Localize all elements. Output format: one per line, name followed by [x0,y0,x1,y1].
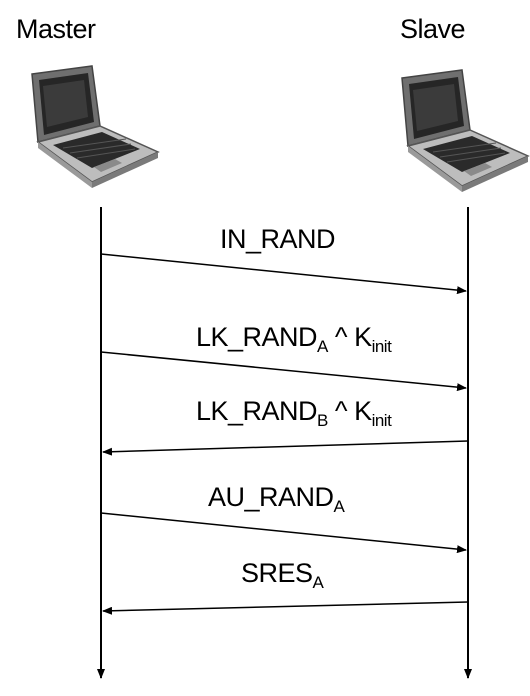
slave-laptop-icon [401,69,530,192]
message-subscript: A [333,497,345,516]
message-suffix-subscript: init [371,411,392,430]
message-suffix: ^ K [327,322,372,352]
sres-a-arrow [102,601,469,615]
message-suffix: ^ K [327,396,372,426]
master-laptop-icon [31,65,160,188]
message-label-au-rand-a: AU_RANDA [208,482,345,516]
message-subscript: A [312,573,324,592]
message-text: SRES [241,558,313,588]
message-text: IN_RAND [220,224,336,254]
message-text: LK_RAND [196,396,318,426]
message-label-lk-rand-a: LK_RANDA ^ Kinit [196,322,392,356]
lk-rand-b-arrow [102,440,469,456]
message-subscript: B [317,411,328,430]
au-rand-a-arrow [100,512,467,554]
message-label-lk-rand-b: LK_RANDB ^ Kinit [196,396,392,430]
lk-rand-a-arrow [100,351,467,392]
message-label-sres-a: SRESA [241,558,324,592]
message-subscript: A [317,337,328,356]
message-text: AU_RAND [208,482,334,512]
message-label-in-rand: IN_RAND [220,224,336,254]
message-text: LK_RAND [196,322,318,352]
slave-label: Slave [400,14,466,44]
master-label: Master [16,14,96,44]
in-rand-arrow [100,253,467,295]
message-suffix-subscript: init [371,337,392,356]
